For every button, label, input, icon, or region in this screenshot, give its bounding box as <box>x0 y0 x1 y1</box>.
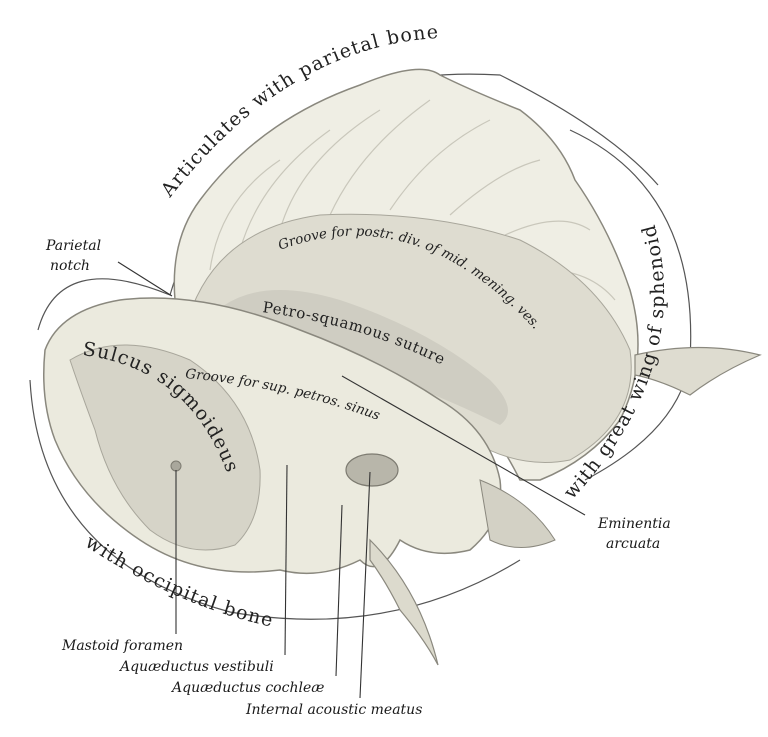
parietal-notch-label-line2: notch <box>50 258 90 274</box>
lower-process-base <box>479 479 556 548</box>
aquaeductus-cochleae-label: Aquæductus cochleæ <box>170 680 324 696</box>
internal-acoustic-meatus-opening <box>345 453 399 487</box>
sphenoid-process <box>634 346 762 396</box>
parietal-notch-label-line1: Parietal <box>45 238 101 254</box>
occipital-outline <box>29 379 521 620</box>
leader-lines <box>117 261 586 699</box>
eminentia-label-line2: arcuata <box>606 536 660 552</box>
internal-acoustic-meatus-label: Internal acoustic meatus <box>245 702 422 718</box>
eminentia-label-line1: Eminentia <box>597 516 671 532</box>
sphenoid-outline <box>569 129 692 481</box>
lower-process <box>369 538 439 666</box>
mastoid-foramen-label: Mastoid foramen <box>61 638 183 654</box>
aquaeductus-vestibuli-label: Aquæductus vestibuli <box>118 659 274 675</box>
mastoid-foramen-opening <box>170 460 182 472</box>
sigmoid-groove <box>69 344 261 551</box>
